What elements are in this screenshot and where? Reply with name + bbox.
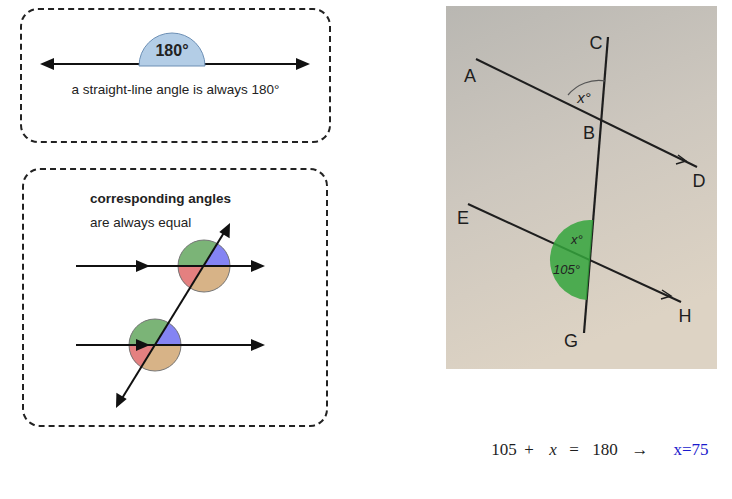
rule-panel: a straight-line angle is always 180° 180°: [20, 8, 331, 143]
point-label: H: [679, 307, 692, 325]
halfdisc-outline: [550, 220, 593, 300]
equation-term: 105: [491, 441, 517, 458]
equation-operator: =: [569, 441, 579, 458]
equation-operator: +: [524, 441, 534, 458]
point-label: G: [564, 332, 578, 350]
rule-panel: corresponding angles are always equal: [22, 168, 328, 427]
angle-value: 180°: [139, 42, 205, 60]
angle-semicircle: 180°: [139, 33, 205, 66]
angle-label: x°: [571, 232, 583, 247]
point-label: C: [590, 34, 603, 52]
point-label: A: [464, 67, 476, 85]
equation-operator: →: [632, 441, 649, 458]
equation-result: x=75: [673, 441, 708, 458]
angle-highlight: x° 105°: [550, 220, 594, 300]
photo: [446, 6, 717, 369]
angle-label: x°: [577, 90, 591, 105]
rule-heading: corresponding angles: [90, 191, 231, 206]
rule-text: a straight-line angle is always 180°: [22, 82, 329, 97]
point-label: D: [693, 172, 706, 190]
equation-term: x: [549, 441, 557, 458]
equation-term: 180: [592, 441, 618, 458]
point-label: E: [457, 209, 469, 227]
parallel-lines: [76, 223, 265, 408]
point-label: B: [583, 124, 595, 142]
semicircle-outline: [139, 33, 205, 66]
rule-text: are always equal: [90, 215, 191, 230]
angle-label: 105°: [553, 262, 580, 277]
